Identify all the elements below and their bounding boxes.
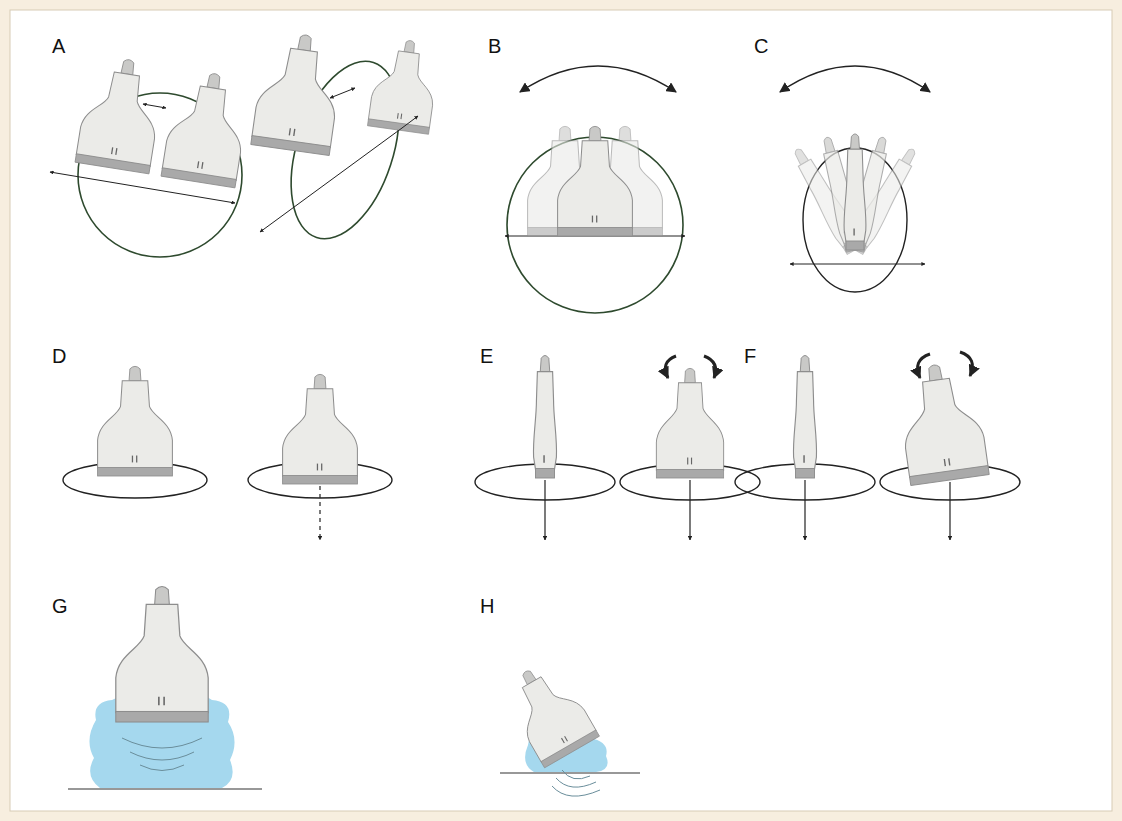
panel-letter: F — [744, 346, 756, 366]
panel-f-rocking — [735, 352, 1020, 540]
panel-d-compression — [63, 366, 392, 540]
panel-c-tilting-out-of-plane — [780, 66, 930, 292]
panel-letter: G — [52, 596, 68, 616]
panel-g-gel-contact — [68, 587, 262, 789]
panel-b-tilting-in-plane — [505, 66, 685, 313]
panel-letter: D — [52, 346, 66, 366]
panel-a-sliding — [50, 30, 441, 257]
panel-h-angled-gel — [498, 656, 640, 796]
panel-e-rotation — [475, 355, 760, 540]
panel-letter: A — [52, 36, 65, 56]
panel-letter: H — [480, 596, 494, 616]
panel-letter: E — [480, 346, 493, 366]
panel-letter: B — [488, 36, 501, 56]
panel-letter: C — [754, 36, 768, 56]
panel-ground — [10, 10, 1112, 811]
